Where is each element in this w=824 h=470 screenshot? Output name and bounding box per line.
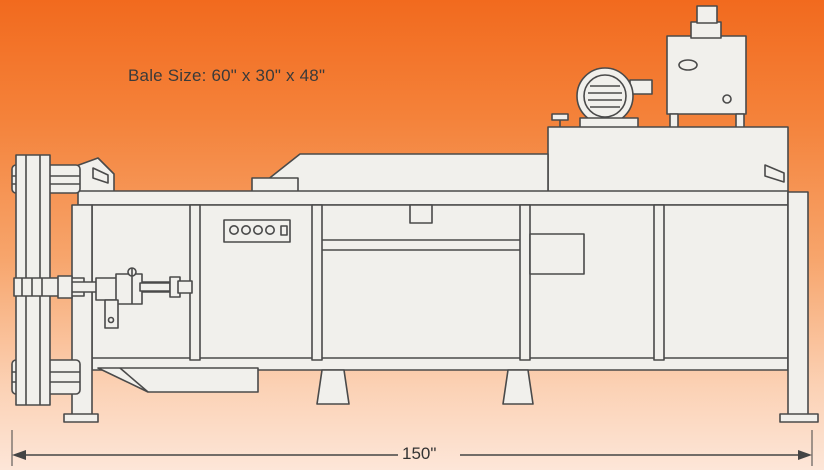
valve-handle	[551, 113, 569, 128]
side-plate	[529, 233, 585, 275]
head-bracket-slot	[92, 167, 109, 184]
gate-lock	[13, 267, 193, 329]
control-panel	[223, 219, 291, 243]
door-latch	[409, 204, 433, 224]
support-legs	[63, 191, 819, 423]
power-unit-bracket	[764, 164, 785, 183]
bale-size-label: Bale Size: 60" x 30" x 48"	[128, 66, 326, 85]
gate-hinge	[57, 275, 73, 299]
bottom-hopper	[97, 367, 259, 393]
overall-length-label: 150"	[402, 444, 437, 463]
electric-motor	[576, 67, 653, 129]
bottom-hopper-edge	[119, 367, 149, 393]
dimension-line	[11, 430, 813, 466]
hydraulic-tank	[666, 5, 747, 131]
top-rail	[77, 190, 789, 206]
hopper-lip	[251, 177, 299, 193]
main-chamber	[91, 204, 789, 361]
power-unit-housing	[547, 126, 789, 194]
